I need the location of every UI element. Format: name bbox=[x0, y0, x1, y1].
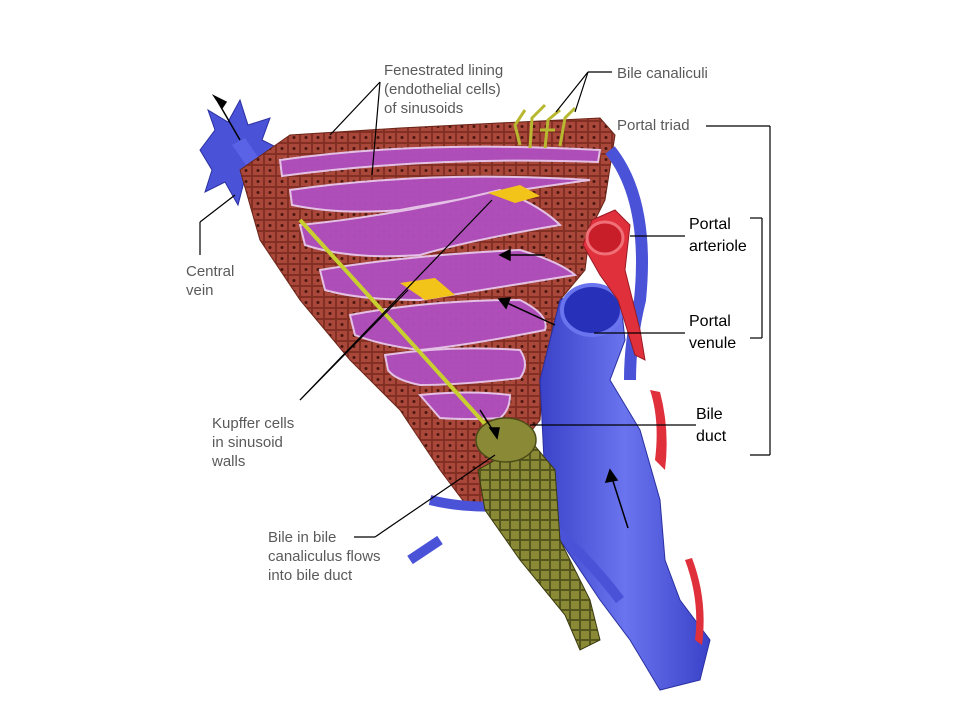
bile-flow-path bbox=[298, 218, 497, 437]
label-fenestrated-line-1: Fenestrated lining bbox=[384, 62, 504, 79]
label-bile-duct-line-2: duct bbox=[696, 428, 727, 445]
label-kupffer-line-1: Kupffer cells bbox=[212, 415, 295, 432]
label-portal-arteriole: Portal arteriole bbox=[689, 214, 747, 258]
portal-arteriole bbox=[582, 209, 704, 645]
leader-lines bbox=[199, 71, 771, 538]
label-central-vein-line-2: vein bbox=[186, 282, 214, 299]
label-bile-flow-line-3: into bile duct bbox=[268, 567, 353, 584]
label-central-vein-line-1: Central bbox=[186, 263, 235, 280]
label-fenestrated-lining: Fenestrated lining (endothelial cells) o… bbox=[384, 61, 503, 118]
bile-canaliculi bbox=[513, 103, 577, 149]
label-bile-duct-line-1: Bile bbox=[696, 406, 723, 423]
label-kupffer-line-2: in sinusoid bbox=[212, 434, 283, 451]
label-central-vein: Central vein bbox=[186, 262, 234, 300]
label-kupffer-line-3: walls bbox=[212, 453, 246, 470]
label-bile-flow: Bile in bile canaliculus flows into bile… bbox=[268, 528, 381, 585]
label-portal-venule: Portal venule bbox=[689, 311, 736, 355]
flow-arrows bbox=[211, 94, 629, 529]
label-portal-venule-line-2: venule bbox=[689, 335, 737, 352]
label-portal-arteriole-line-2: arteriole bbox=[689, 238, 747, 255]
label-portal-arteriole-line-1: Portal bbox=[689, 216, 731, 233]
label-bile-duct: Bile duct bbox=[696, 404, 726, 448]
label-bile-canaliculi: Bile canaliculi bbox=[617, 65, 708, 82]
label-bile-flow-line-2: canaliculus flows bbox=[268, 548, 381, 565]
sinusoids bbox=[278, 145, 602, 420]
label-fenestrated-line-2: (endothelial cells) bbox=[384, 81, 501, 98]
label-bile-flow-line-1: Bile in bile bbox=[268, 529, 337, 546]
label-portal-venule-line-1: Portal bbox=[689, 313, 731, 330]
label-portal-triad: Portal triad bbox=[617, 117, 690, 134]
label-fenestrated-line-3: of sinusoids bbox=[384, 100, 464, 117]
label-kupffer-cells: Kupffer cells in sinusoid walls bbox=[212, 414, 294, 471]
kupffer-cells bbox=[400, 185, 540, 300]
